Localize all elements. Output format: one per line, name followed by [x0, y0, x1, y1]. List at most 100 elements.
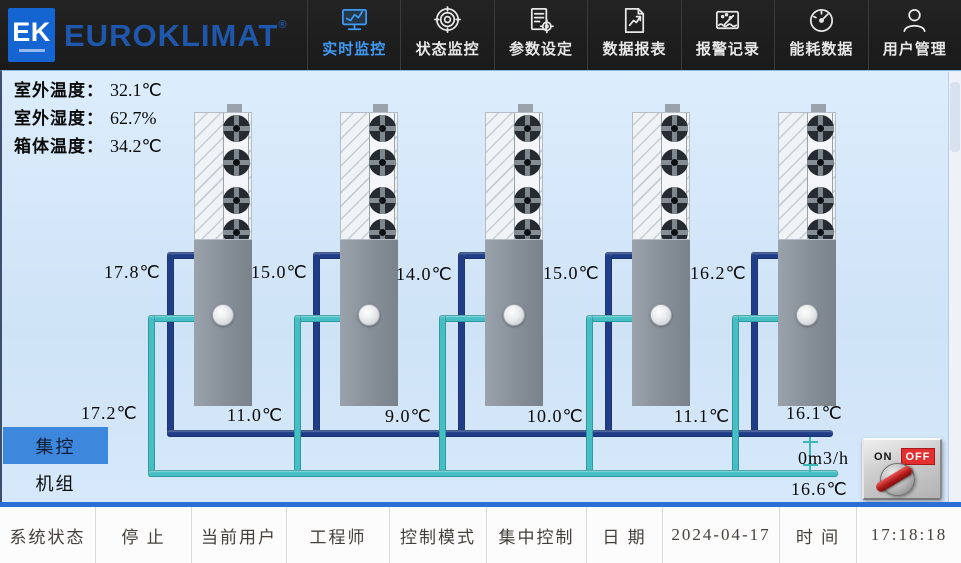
condenser-tower	[485, 112, 543, 240]
menu-label: 能耗数据	[789, 41, 854, 58]
sensor-light	[212, 304, 234, 326]
unit-body	[340, 240, 398, 406]
fan-icon	[223, 187, 250, 214]
fan-icon	[661, 149, 688, 176]
fan-icon	[661, 187, 688, 214]
tab-unit-control[interactable]: 机组	[35, 473, 76, 494]
status-date-label: 日 期	[587, 507, 663, 563]
cabinet-temp-value: 34.2℃	[110, 136, 162, 156]
unit-cap	[227, 104, 242, 114]
supply-pipe-stub	[167, 252, 199, 259]
outdoor-temp-row: 室外温度： 32.1℃	[14, 76, 162, 104]
status-mode-value: 集中控制	[487, 507, 587, 563]
header-bar: EK EUROKLIMAT® 实时监控 状态监控	[0, 0, 961, 70]
sensor-light	[358, 304, 380, 326]
alarm-screen-icon	[716, 10, 740, 30]
supply-pipe-riser	[313, 252, 320, 437]
ek-logo-underline	[18, 48, 45, 52]
return-pipe-stub	[294, 315, 345, 322]
menu-item-energy-data[interactable]: 能耗数据	[774, 0, 867, 70]
monitor-chart-icon	[341, 8, 367, 31]
document-gear-icon	[530, 8, 554, 34]
supply-pipe-stub	[458, 252, 490, 259]
switch-on-label: ON	[874, 451, 893, 463]
unit-body	[485, 240, 543, 406]
ek-logo: EK	[8, 8, 55, 62]
sensor-light	[650, 304, 672, 326]
unit-cap	[373, 104, 388, 114]
fan-icon	[661, 219, 688, 239]
menu-item-parameter-setting[interactable]: 参数设定	[493, 0, 587, 70]
supply-pipe-stub	[751, 252, 783, 259]
power-switch[interactable]: ON OFF	[862, 438, 942, 500]
tab-group-control[interactable]: 集控	[3, 427, 108, 464]
main-menu: 实时监控 状态监控 参数设定	[307, 0, 961, 70]
unit-cap	[665, 104, 680, 114]
status-mode-label: 控制模式	[390, 507, 487, 563]
flow-meter-tick	[803, 464, 818, 466]
bullseye-icon	[434, 6, 462, 33]
fan-icon	[514, 219, 541, 239]
status-time-label: 时 间	[780, 507, 857, 563]
fan-icon	[514, 149, 541, 176]
fan-icon	[807, 187, 834, 214]
flow-rate-value: 0m3/h	[798, 448, 850, 468]
status-bar: 系统状态 停 止 当前用户 工程师 控制模式 集中控制 日 期 2024-04-…	[0, 507, 961, 563]
menu-label: 数据报表	[602, 41, 667, 58]
return-pipe-riser	[148, 315, 155, 477]
cabinet-temp-row: 箱体温度： 34.2℃	[14, 132, 162, 160]
supply-pipe-riser	[605, 252, 612, 437]
unit3-inlet-temp: 14.0℃	[396, 264, 453, 284]
unit-body	[632, 240, 690, 406]
vertical-scrollbar[interactable]	[948, 72, 961, 502]
status-time-value: 17:18:18	[870, 525, 948, 544]
fan-icon	[223, 115, 250, 142]
menu-item-status-monitor[interactable]: 状态监控	[400, 0, 493, 70]
scrollbar-thumb[interactable]	[950, 82, 960, 152]
fan-icon	[369, 219, 396, 239]
return-pipe-riser	[294, 315, 301, 477]
outdoor-humidity-value: 62.7%	[110, 108, 157, 128]
trademark-symbol: ®	[278, 19, 288, 31]
chiller-unit-1	[194, 104, 252, 406]
condenser-tower	[194, 112, 252, 240]
fan-column	[223, 113, 250, 239]
menu-item-realtime-monitor[interactable]: 实时监控	[307, 0, 400, 70]
environment-readouts: 室外温度： 32.1℃ 室外湿度： 62.7% 箱体温度： 34.2℃	[14, 76, 162, 160]
menu-label: 参数设定	[509, 41, 574, 58]
unit4-inlet-temp: 15.0℃	[543, 263, 600, 283]
fan-icon	[661, 115, 688, 142]
unit-cap	[518, 104, 533, 114]
fan-column	[661, 113, 688, 239]
return-pipe-riser	[439, 315, 446, 477]
status-user-label: 当前用户	[192, 507, 287, 563]
menu-item-user-management[interactable]: 用户管理	[867, 0, 961, 70]
unit5-outlet-temp: 16.1℃	[786, 403, 843, 423]
fan-column	[514, 113, 541, 239]
return-pipe-riser	[586, 315, 593, 477]
unit4-outlet-temp: 11.1℃	[674, 406, 731, 426]
condenser-tower	[778, 112, 836, 240]
unit1-inlet-temp: 17.8℃	[104, 262, 161, 282]
brand-logo: EUROKLIMAT®	[64, 18, 287, 54]
menu-item-data-report[interactable]: 数据报表	[587, 0, 680, 70]
unit-body	[194, 240, 252, 406]
return-pipe-stub	[586, 315, 637, 322]
header-temp-value: 16.6℃	[791, 479, 848, 499]
unit-body	[778, 240, 836, 406]
status-user-value: 工程师	[287, 507, 390, 563]
person-icon	[903, 8, 926, 33]
ek-logo-text: EK	[12, 16, 51, 47]
menu-item-alarm-record[interactable]: 报警记录	[680, 0, 774, 70]
chiller-unit-5	[778, 104, 836, 406]
fan-column	[369, 113, 396, 239]
unit-cap	[811, 104, 826, 114]
fan-icon	[807, 149, 834, 176]
panel-divider	[0, 502, 961, 507]
fan-icon	[223, 149, 250, 176]
unit1-outlet-temp: 11.0℃	[227, 405, 284, 425]
fan-icon	[807, 219, 834, 239]
sensor-light	[503, 304, 525, 326]
outdoor-humidity-label: 室外湿度：	[14, 109, 104, 128]
chiller-unit-2	[340, 104, 398, 406]
